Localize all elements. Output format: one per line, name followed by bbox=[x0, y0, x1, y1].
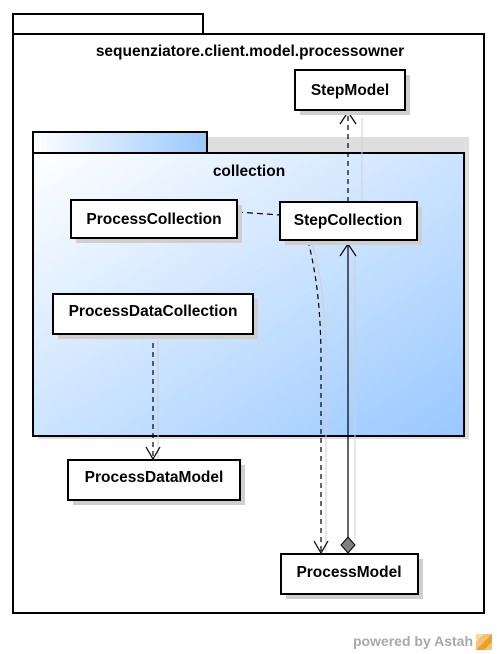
astah-watermark: powered by Astah bbox=[353, 633, 492, 650]
class-processmodel-name: ProcessModel bbox=[296, 564, 401, 581]
relationships bbox=[145, 110, 363, 555]
class-stepmodel[interactable]: StepModel bbox=[294, 69, 410, 115]
composition-processmodel-to-stepcollection[interactable] bbox=[339, 242, 357, 554]
inner-package-tab bbox=[32, 131, 208, 154]
class-processdatamodel-name: ProcessDataModel bbox=[85, 469, 224, 486]
class-processcollection-name: ProcessCollection bbox=[86, 211, 221, 228]
footer-text: powered by Astah bbox=[353, 633, 473, 649]
class-stepcollection[interactable]: StepCollection bbox=[279, 201, 422, 245]
class-stepcollection-name: StepCollection bbox=[294, 212, 403, 229]
inner-package-collection[interactable]: collection bbox=[32, 131, 469, 439]
class-processmodel[interactable]: ProcessModel bbox=[280, 553, 423, 599]
outer-package-tab bbox=[12, 13, 204, 35]
dependency-processcollection-to-stepcollection[interactable] bbox=[236, 211, 281, 216]
astah-logo-icon bbox=[476, 634, 492, 650]
inner-package-name: collection bbox=[213, 163, 285, 180]
outer-package-name: sequenziatore.client.model.processowner bbox=[96, 43, 404, 60]
class-processcollection[interactable]: ProcessCollection bbox=[70, 199, 242, 243]
class-processdatacollection-name: ProcessDataCollection bbox=[69, 303, 238, 320]
class-processdatacollection[interactable]: ProcessDataCollection bbox=[52, 293, 258, 339]
class-stepmodel-name: StepModel bbox=[311, 82, 389, 99]
class-processdatamodel[interactable]: ProcessDataModel bbox=[67, 459, 245, 505]
